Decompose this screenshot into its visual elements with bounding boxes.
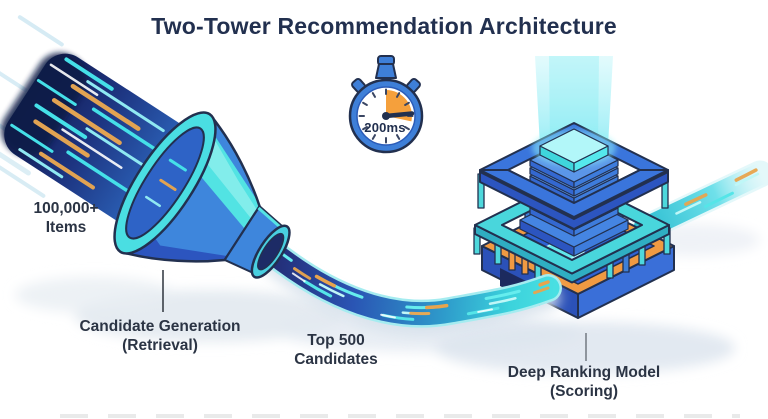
top-candidates-label: Top 500 Candidates xyxy=(294,332,378,369)
items-count-label: 100,000+ Items xyxy=(33,200,98,237)
items-count-line2: Items xyxy=(45,218,87,236)
candidate-generation-label: Candidate Generation (Retrieval) xyxy=(79,318,240,355)
ranking-tower-illustration xyxy=(473,122,675,319)
tower-top-frame-front xyxy=(479,169,669,230)
light-beam xyxy=(535,56,613,146)
candidates-pipe xyxy=(258,238,562,336)
stopwatch-hand xyxy=(382,111,415,120)
deep-ranking-line1: Deep Ranking Model xyxy=(507,364,661,381)
glowing-chip xyxy=(532,128,616,173)
input-stream xyxy=(1,52,194,227)
deep-ranking-label: Deep Ranking Model (Scoring) xyxy=(508,364,660,401)
stopwatch-ticks xyxy=(358,88,414,144)
funnel-mouth xyxy=(113,111,217,255)
page-title: Two-Tower Recommendation Architecture xyxy=(151,13,617,39)
candidate-generation-line1: Candidate Generation xyxy=(79,318,241,335)
latency-badge: 200ms xyxy=(364,120,406,135)
top-candidates-line2: Candidates xyxy=(294,350,378,368)
candidate-generation-line2: (Retrieval) xyxy=(122,336,198,354)
funnel-illustration xyxy=(0,15,291,302)
deep-ranking-line2: (Scoring) xyxy=(549,382,619,400)
top-candidates-line1: Top 500 xyxy=(307,332,365,349)
items-count-line1: 100,000+ xyxy=(33,200,99,217)
stopwatch-icon xyxy=(348,55,424,154)
